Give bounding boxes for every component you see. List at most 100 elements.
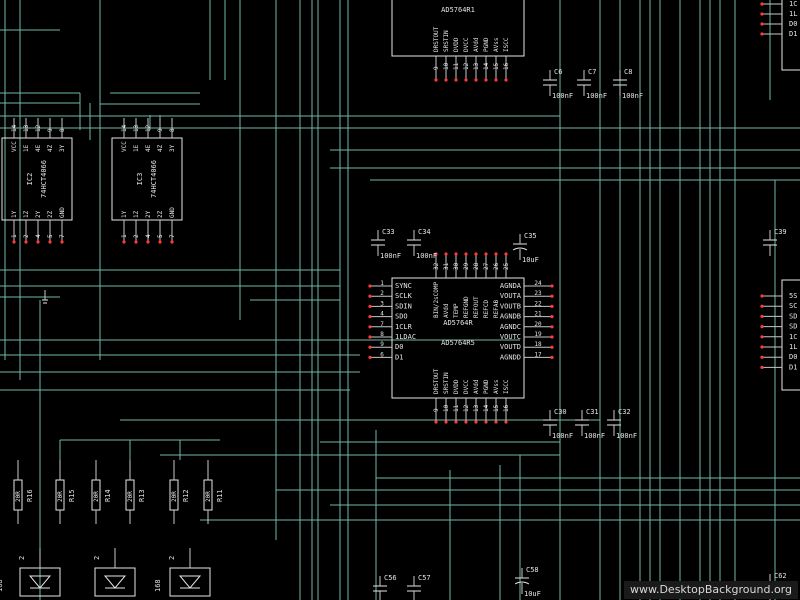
dac-pin-number: 14 <box>483 404 490 412</box>
dac-pin-label: AVdd <box>473 37 480 52</box>
pin-end <box>368 355 372 359</box>
dac-pin-label: ISCC <box>503 379 510 394</box>
resistor-r12 <box>169 460 179 524</box>
dac-pin-label: REFGND <box>463 296 470 318</box>
dac-pin-label: ISCC <box>503 37 510 52</box>
dac-pin-number: 7 <box>380 321 384 328</box>
partial-label: 168 <box>154 579 162 592</box>
dac-pin-number: 12 <box>463 404 470 412</box>
pin-end <box>504 420 508 424</box>
pin-end <box>444 78 448 82</box>
dac-pin-label: AVdd <box>473 379 480 394</box>
dac-pin-label: AGNDD <box>500 353 521 361</box>
pin-end <box>760 294 764 298</box>
ic-pin-label: 4Z <box>47 144 54 152</box>
dac-pin-label: D1 <box>395 353 403 361</box>
pin-end <box>454 420 458 424</box>
ic-pin-label: 3Y <box>169 144 176 152</box>
partial-pin-label: SD <box>789 323 797 331</box>
dac-pin-number: 16 <box>503 62 510 70</box>
ic-pin-label: 4E <box>145 144 152 152</box>
pin-end <box>444 420 448 424</box>
ic-pin-number: 7 <box>169 234 176 238</box>
dac-pin-number: 14 <box>483 62 490 70</box>
ic-pin-label: 1Y <box>121 210 128 218</box>
cap-ref: C35 <box>524 232 537 240</box>
resistor-ref: R13 <box>138 489 146 502</box>
cap-ref: C6 <box>554 68 562 76</box>
pin-end <box>484 78 488 82</box>
pin-end <box>760 365 764 369</box>
resistor-value: 20R <box>57 491 64 502</box>
led-3 <box>169 548 211 597</box>
pin-end <box>368 325 372 329</box>
dac-pin-label: REFAB <box>493 300 500 318</box>
ic-pin-number: 1 <box>121 234 128 238</box>
ic-pin-label: 4Z <box>157 144 164 152</box>
resistor-r14 <box>91 460 101 524</box>
cap-ref: C57 <box>418 574 431 582</box>
cap-value: 100nF <box>622 92 643 100</box>
diode-symbol <box>103 575 127 589</box>
dac-pin-label: SDIN <box>395 302 412 310</box>
dac-pin-number: 29 <box>463 262 470 270</box>
ic-pin-label: 2Y <box>35 210 42 218</box>
dac-pin-label: SCLK <box>395 292 413 300</box>
partial-pin-label: D1 <box>789 30 797 38</box>
pin-end <box>36 240 40 244</box>
pin-end <box>434 420 438 424</box>
pin-end <box>504 252 508 256</box>
pin-end <box>760 2 764 6</box>
dac-pin-number: 12 <box>463 62 470 70</box>
dac-pin-number: 9 <box>380 341 384 348</box>
pin-end <box>474 420 478 424</box>
dac-pin-number: 3 <box>380 300 384 307</box>
pin-end <box>760 355 764 359</box>
cap-ref: C32 <box>618 408 631 416</box>
ic-pin-number: 5 <box>47 234 54 238</box>
led-body <box>94 567 136 597</box>
cap-value: 100nF <box>586 92 607 100</box>
ic-pin-label: 1Z <box>23 210 30 218</box>
pin-end <box>494 78 498 82</box>
capacitor-c32 <box>607 410 621 436</box>
ic-ic3-body <box>111 137 183 221</box>
pin-end <box>550 315 554 319</box>
dac-part-label: AD5764R1 <box>441 6 475 14</box>
dac-pin-label: DRSTOUT <box>433 26 440 52</box>
ic-pin-label: GND <box>169 207 176 218</box>
cap-value: 10uF <box>522 256 539 264</box>
ic-pin-label: 2Z <box>157 210 164 218</box>
pin-end <box>60 240 64 244</box>
ic-pin-label: 4E <box>35 144 42 152</box>
dac-pin-number: 11 <box>453 404 460 412</box>
ic-pin-number: 2 <box>133 234 140 238</box>
partial-pin-label: SD <box>789 312 797 320</box>
dac-pin-label: DVCC <box>463 37 470 52</box>
pin-end <box>368 315 372 319</box>
dac-pin-number: 23 <box>534 290 542 297</box>
cap-ref: C34 <box>418 228 431 236</box>
capacitor-c57 <box>407 576 421 600</box>
pin-end <box>504 78 508 82</box>
pin-end <box>134 240 138 244</box>
resistor-value: 20R <box>127 491 134 502</box>
ic-pin-number: 7 <box>59 234 66 238</box>
dac-pin-number: 10 <box>443 404 450 412</box>
ic-pin-label: 2Z <box>47 210 54 218</box>
dac-pin-number: 13 <box>473 62 480 70</box>
ic-pin-number: 13 <box>23 124 30 132</box>
pin-end <box>760 32 764 36</box>
ic-pin-number: 5 <box>157 234 164 238</box>
led-pin-number: 2 <box>93 556 101 560</box>
dac-pin-number: 18 <box>534 341 542 348</box>
dac-pin-number: 15 <box>493 62 500 70</box>
capacitor-c58 <box>514 568 530 594</box>
pin-end <box>760 325 764 329</box>
dac-pin-number: 10 <box>443 62 450 70</box>
pin-end <box>474 78 478 82</box>
capacitor-c31 <box>575 410 589 436</box>
dac-pin-number: 17 <box>534 351 542 358</box>
dac-pin-label: SDO <box>395 313 408 321</box>
